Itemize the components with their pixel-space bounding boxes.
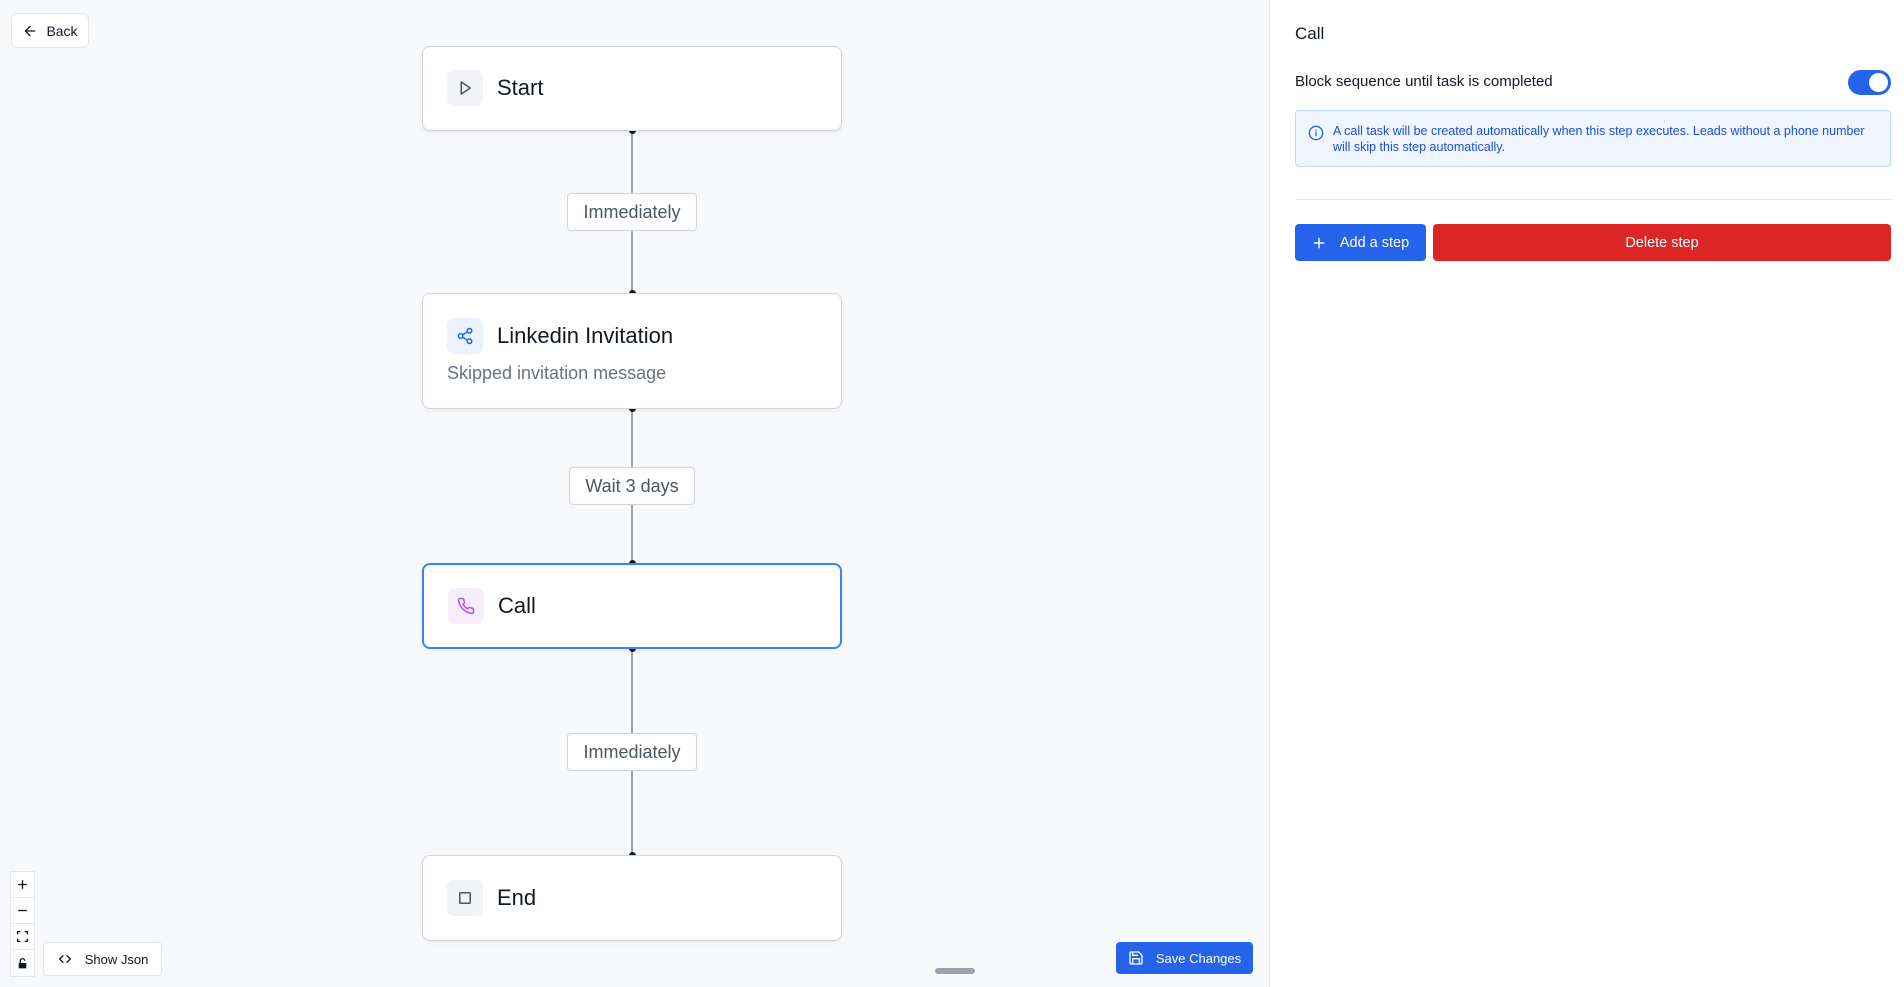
delete-step-button[interactable]: Delete step: [1433, 224, 1891, 261]
node-title: Start: [497, 75, 544, 100]
node-subtitle: Skipped invitation message: [447, 363, 667, 383]
share-icon: [447, 318, 483, 354]
call-node[interactable]: Call: [422, 563, 842, 649]
minus-icon: [18, 909, 27, 912]
delete-step-label: Delete step: [1625, 234, 1699, 251]
workflow-canvas[interactable]: Back Immediately Wait 3 days Immediately…: [0, 0, 1269, 987]
zoom-controls: [10, 871, 35, 977]
code-icon: [58, 955, 71, 963]
zoom-out-button[interactable]: [11, 898, 34, 924]
fit-view-icon: [16, 930, 29, 943]
node-title: Linkedin Invitation: [497, 323, 674, 348]
info-text: A call task will be created automaticall…: [1333, 124, 1865, 154]
back-button[interactable]: Back: [11, 13, 89, 48]
fit-view-button[interactable]: [11, 924, 34, 950]
step-settings-panel: Call Block sequence until task is comple…: [1269, 0, 1904, 987]
block-sequence-toggle[interactable]: [1848, 70, 1891, 95]
linkedin-invitation-node[interactable]: Linkedin Invitation Skipped invitation m…: [422, 293, 842, 409]
lock-button[interactable]: [11, 950, 34, 976]
info-alert: A call task will be created automaticall…: [1295, 110, 1891, 167]
delay-label[interactable]: Immediately: [567, 733, 697, 771]
plus-icon: [1313, 237, 1325, 248]
add-step-button[interactable]: Add a step: [1295, 224, 1426, 261]
arrow-left-icon: [25, 25, 36, 36]
save-icon: [1129, 951, 1143, 965]
show-json-label: Show Json: [84, 951, 149, 967]
show-json-button[interactable]: Show Json: [43, 942, 162, 976]
resize-handle[interactable]: [935, 968, 975, 974]
plus-icon: [18, 880, 27, 889]
play-icon: [447, 70, 483, 106]
block-sequence-label: Block sequence until task is completed: [1295, 73, 1553, 90]
add-step-label: Add a step: [1339, 234, 1410, 251]
toggle-knob: [1869, 73, 1888, 92]
panel-title: Call: [1295, 24, 1325, 43]
divider: [1295, 199, 1891, 200]
stop-square-icon: [447, 880, 483, 916]
save-changes-label: Save Changes: [1155, 950, 1242, 966]
end-node[interactable]: End: [422, 855, 842, 941]
start-node[interactable]: Start: [422, 46, 842, 131]
save-changes-button[interactable]: Save Changes: [1116, 942, 1253, 974]
back-label: Back: [46, 22, 78, 39]
delay-label[interactable]: Wait 3 days: [569, 467, 695, 505]
lock-icon: [18, 957, 27, 968]
node-title: End: [497, 885, 537, 910]
node-title: Call: [498, 593, 536, 618]
phone-icon: [448, 588, 484, 624]
delay-label[interactable]: Immediately: [567, 193, 697, 231]
info-icon: [1308, 125, 1324, 141]
zoom-in-button[interactable]: [11, 872, 34, 898]
